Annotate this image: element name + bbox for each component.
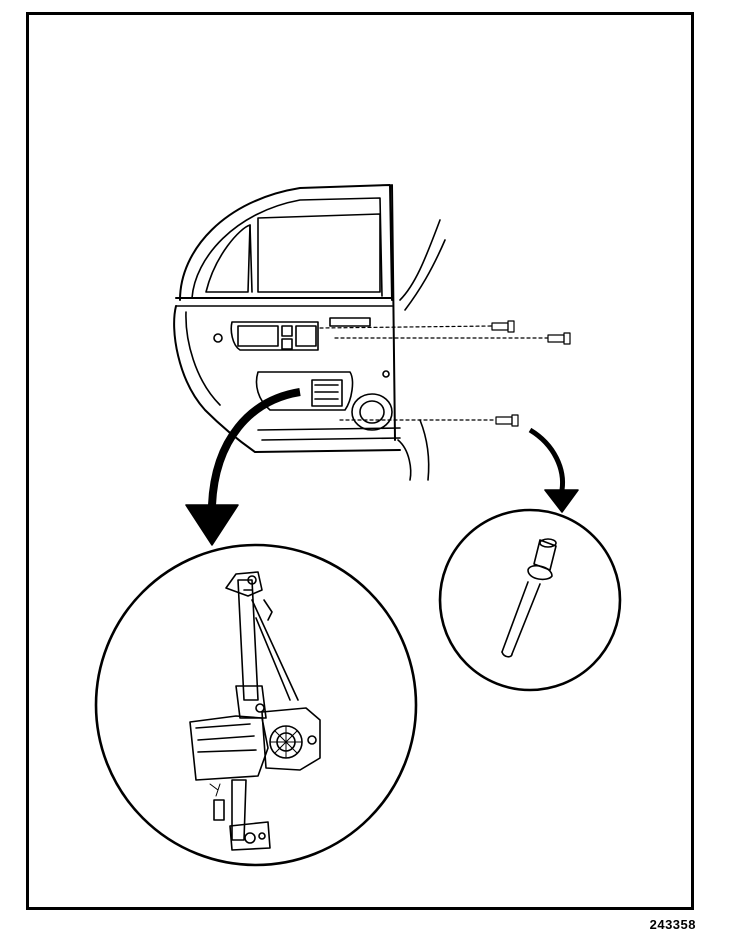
rivet-detail-circle bbox=[440, 510, 620, 690]
rear-door-panel bbox=[174, 185, 445, 480]
regulator-detail-circle bbox=[96, 545, 416, 865]
rivet-exploded-lines bbox=[320, 321, 570, 426]
figure-number: 243358 bbox=[649, 917, 696, 932]
arrow-to-regulator bbox=[186, 392, 300, 545]
arrow-to-rivet bbox=[530, 430, 578, 512]
figure-frame bbox=[26, 12, 694, 910]
